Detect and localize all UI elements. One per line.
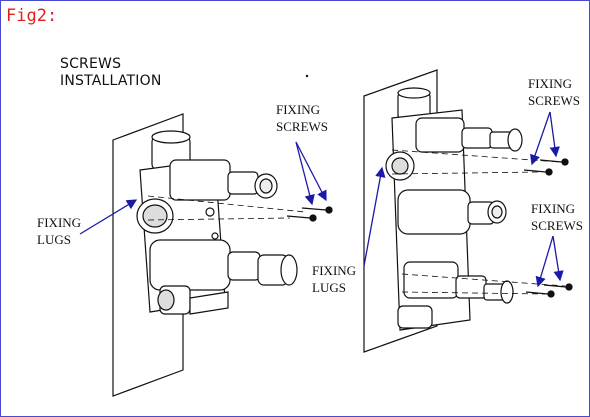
right-top-screws-line-2: SCREWS [528, 93, 581, 108]
left-lugs-line-2: LUGS [37, 232, 71, 247]
left-lugs-line-1: FIXING [37, 215, 82, 230]
title-line-2: INSTALLATION [60, 73, 162, 89]
left-screws-line-1: FIXING [276, 102, 321, 117]
left-guide-lines [147, 195, 306, 221]
figure-label: Fig2: [6, 6, 58, 26]
right-bottom-fixing-screws-label: FIXING SCREWS [531, 200, 583, 234]
dot-mark [305, 74, 309, 78]
left-fixing-lugs-label: FIXING LUGS [37, 214, 81, 248]
right-bottom-screws-line-1: FIXING [531, 201, 576, 216]
right-bottom-screws-line-2: SCREWS [531, 218, 584, 233]
diagram-title: SCREWS INSTALLATION [60, 56, 162, 90]
right-fixing-lugs-label: FIXING LUGS [312, 262, 356, 296]
right-valve-body [385, 87, 523, 331]
right-lugs-line-1: FIXING [312, 263, 357, 278]
left-fixing-screws-label: FIXING SCREWS [276, 101, 328, 135]
right-top-fixing-screws-label: FIXING SCREWS [528, 75, 580, 109]
right-top-screws-line-1: FIXING [528, 76, 573, 91]
right-lugs-line-2: LUGS [312, 280, 346, 295]
left-fixing-screws [286, 206, 333, 222]
annotation-arrows [79, 111, 564, 288]
left-screws-line-2: SCREWS [276, 119, 329, 134]
right-fixing-screws [523, 158, 573, 298]
left-valve-body [136, 130, 298, 315]
title-line-1: SCREWS [60, 56, 122, 72]
